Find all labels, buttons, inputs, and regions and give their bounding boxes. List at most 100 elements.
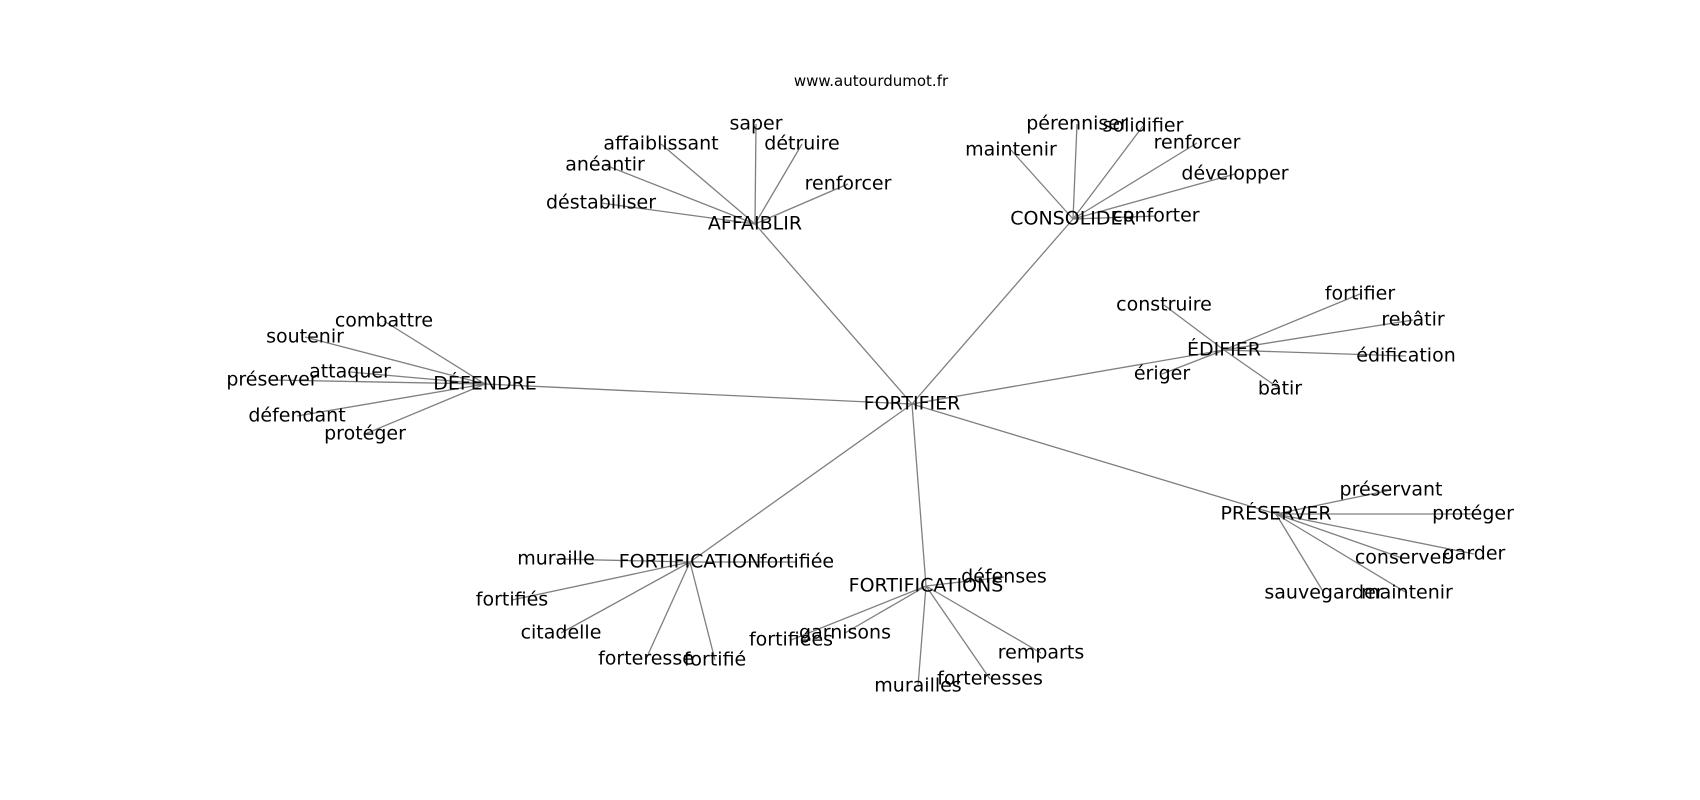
word-node[interactable]: édification <box>1356 345 1455 367</box>
word-node[interactable]: pérenniser <box>1026 113 1128 135</box>
edge-defendre-word <box>349 371 486 385</box>
edge-preserver-word <box>1275 513 1475 555</box>
edge-edifier-word <box>1223 349 1281 390</box>
word-node[interactable]: fortifié <box>684 649 747 671</box>
graph-labels: FORTIFIER AFFAIBLIR saper affaiblissant détr… <box>226 113 1514 697</box>
edge-affaiblir-word <box>660 143 756 225</box>
word-node[interactable]: sauvegarder <box>1264 582 1383 604</box>
edge-consolider-word <box>1072 215 1157 220</box>
edge-fortification-word <box>645 561 691 660</box>
edge-fortifications-word <box>925 585 1042 654</box>
word-node[interactable]: solidifier <box>1103 115 1184 137</box>
hub-node-defendre[interactable]: DÉFENDRE <box>433 372 537 395</box>
edge-root-preserver <box>911 403 1277 515</box>
hub-node-preserver[interactable]: PRÉSERVER <box>1220 502 1331 525</box>
word-node[interactable]: conserver <box>1355 547 1449 569</box>
edge-edifier-word <box>1223 293 1361 351</box>
word-node[interactable]: rebâtir <box>1381 309 1445 331</box>
word-node[interactable]: fortifiés <box>476 589 548 611</box>
word-node[interactable]: forteresses <box>937 668 1043 690</box>
word-node[interactable]: remparts <box>998 642 1084 664</box>
hub-node-fortifications[interactable]: FORTIFICATIONS <box>849 575 1004 597</box>
hub-node-fortification[interactable]: FORTIFICATION <box>619 551 762 573</box>
word-node[interactable]: fortifier <box>1325 283 1396 305</box>
edge-fortification-word <box>555 558 691 563</box>
edge-root-fortification <box>689 403 913 563</box>
edge-fortifications-word <box>790 585 927 641</box>
edge-defendre-word <box>296 383 486 417</box>
site-watermark: www.autourdumot.fr <box>793 72 949 90</box>
word-node[interactable]: construire <box>1116 294 1212 316</box>
edge-affaiblir-word <box>754 123 757 225</box>
word-node[interactable]: ériger <box>1134 363 1191 385</box>
edge-fortifications-word <box>844 585 927 634</box>
hub-node-affaiblir[interactable]: AFFAIBLIR <box>708 213 802 235</box>
edge-consolider-word <box>1072 142 1198 220</box>
edge-preserver-word <box>1275 489 1392 515</box>
graph-edges <box>271 123 1475 687</box>
word-node[interactable]: affaiblissant <box>603 133 718 155</box>
word-node[interactable]: combattre <box>335 310 433 332</box>
word-node[interactable]: défendant <box>248 405 345 427</box>
word-node[interactable]: fortifiée <box>760 551 834 573</box>
edge-edifier-word <box>1223 319 1414 351</box>
word-node[interactable]: maintenir <box>965 139 1057 161</box>
edge-affaiblir-word <box>754 183 849 225</box>
word-node[interactable]: soutenir <box>266 326 344 348</box>
edge-consolider-word <box>1072 125 1144 220</box>
word-node[interactable]: défenses <box>961 566 1047 588</box>
word-node[interactable]: forteresse <box>598 648 694 670</box>
edge-consolider-word <box>1072 123 1078 220</box>
word-node[interactable]: protéger <box>324 423 406 445</box>
root-node[interactable]: FORTIFIER <box>864 393 961 415</box>
word-node[interactable]: attaquer <box>309 361 391 383</box>
edge-affaiblir-word <box>600 202 756 225</box>
edge-fortifications-word <box>925 585 991 680</box>
edge-fortification-word <box>689 561 716 661</box>
word-node[interactable]: conforter <box>1112 205 1199 227</box>
word-node[interactable]: muraille <box>517 548 595 570</box>
edge-fortifications-word <box>917 585 927 687</box>
edge-fortifications-word <box>925 576 1005 587</box>
edge-root-consolider <box>911 218 1074 405</box>
edge-root-defendre <box>484 383 913 405</box>
edge-edifier-word <box>1223 349 1407 357</box>
edge-fortification-word <box>560 561 691 634</box>
edge-defendre-word <box>304 336 486 385</box>
word-node[interactable]: préservant <box>1340 479 1443 501</box>
word-node[interactable]: détruire <box>764 133 839 155</box>
edge-consolider-word <box>1072 173 1236 220</box>
word-node[interactable]: anéantir <box>565 154 645 176</box>
edge-preserver-word <box>1275 513 1325 594</box>
word-node[interactable]: fortifiées <box>749 629 833 651</box>
edge-affaiblir-word <box>754 143 803 225</box>
edge-defendre-word <box>364 383 486 435</box>
word-node[interactable]: déstabiliser <box>546 192 656 214</box>
hub-node-edifier[interactable]: ÉDIFIER <box>1187 338 1261 361</box>
edge-preserver-word <box>1275 513 1403 559</box>
edge-edifier-word <box>1161 349 1225 375</box>
word-node[interactable]: renforcer <box>805 173 892 195</box>
edge-fortification-word <box>511 561 691 601</box>
word-node[interactable]: développer <box>1181 163 1288 185</box>
word-node[interactable]: protéger <box>1432 503 1514 525</box>
edge-root-affaiblir <box>754 223 913 405</box>
edge-root-fortifications <box>911 403 927 587</box>
word-node[interactable]: saper <box>729 113 782 135</box>
edge-root-edifier <box>911 349 1225 405</box>
hub-node-consolider[interactable]: CONSOLIDER <box>1010 208 1135 230</box>
edge-affaiblir-word <box>604 164 756 225</box>
word-node[interactable]: murailles <box>874 675 961 697</box>
edge-defendre-word <box>383 320 486 385</box>
edge-edifier-word <box>1163 304 1225 351</box>
word-node[interactable]: maintenir <box>1361 582 1453 604</box>
word-node[interactable]: préserver <box>226 369 317 391</box>
word-node[interactable]: bâtir <box>1258 378 1302 400</box>
word-node[interactable]: renforcer <box>1154 132 1241 154</box>
word-node[interactable]: citadelle <box>521 622 602 644</box>
word-node[interactable]: garder <box>1443 543 1506 565</box>
edge-consolider-word <box>1010 149 1074 220</box>
edge-defendre-word <box>271 379 486 385</box>
word-node[interactable]: garnisons <box>799 622 891 644</box>
